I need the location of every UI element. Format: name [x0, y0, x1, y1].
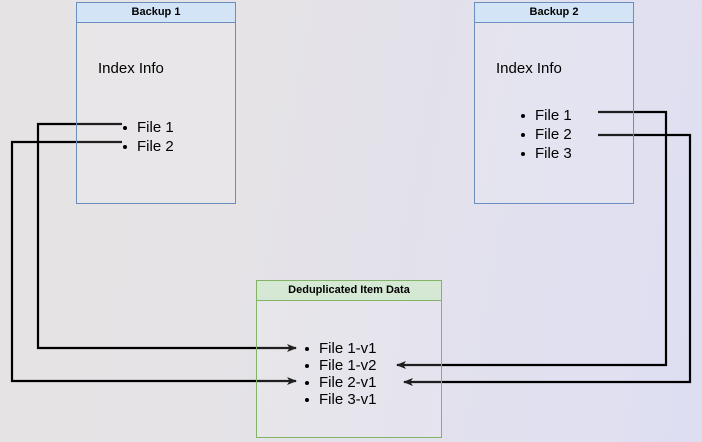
- list-item: File 2: [121, 137, 174, 156]
- node-backup1-body: Index Info File 1 File 2: [77, 23, 235, 203]
- connector-backup1-file1-to-file1v1: [36, 122, 297, 352]
- node-backup2-body: Index Info File 1 File 2 File 3: [475, 23, 633, 203]
- node-dedup-title: Deduplicated Item Data: [257, 281, 441, 301]
- list-item: File 2-v1: [303, 374, 377, 391]
- connector-backup2-file2-to-file2v1: [403, 133, 692, 386]
- list-item: File 2: [519, 125, 572, 144]
- list-item: File 1-v1: [303, 340, 377, 357]
- connector-backup2-file1-to-file1v2: [396, 110, 668, 369]
- node-backup1-title: Backup 1: [77, 3, 235, 23]
- connector-backup1-file2-to-file2v1: [10, 140, 297, 385]
- list-item: File 1: [519, 106, 572, 125]
- list-item: File 3: [519, 144, 572, 163]
- list-item: File 1: [121, 118, 174, 137]
- node-backup1[interactable]: Backup 1 Index Info File 1 File 2: [76, 2, 236, 204]
- backup2-index-info-label: Index Info: [496, 60, 562, 77]
- dedup-file-list: File 1-v1 File 1-v2 File 2-v1 File 3-v1: [303, 340, 377, 408]
- backup1-index-info-label: Index Info: [98, 60, 164, 77]
- list-item: File 1-v2: [303, 357, 377, 374]
- node-backup2-title: Backup 2: [475, 3, 633, 23]
- list-item: File 3-v1: [303, 391, 377, 408]
- node-dedup-body: File 1-v1 File 1-v2 File 2-v1 File 3-v1: [257, 301, 441, 437]
- backup2-file-list: File 1 File 2 File 3: [519, 106, 572, 163]
- node-deduplicated-item-data[interactable]: Deduplicated Item Data File 1-v1 File 1-…: [256, 280, 442, 438]
- node-backup2[interactable]: Backup 2 Index Info File 1 File 2 File 3: [474, 2, 634, 204]
- backup1-file-list: File 1 File 2: [121, 118, 174, 156]
